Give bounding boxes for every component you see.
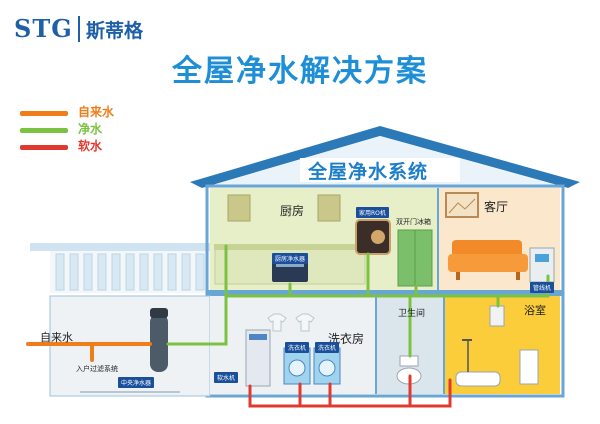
pipeline-dispenser-icon [529,247,555,283]
brand-logo-cn: 斯蒂格 [86,20,144,42]
prefilter-label: 入户过滤系统 [76,365,118,373]
legend-label-purified-water: 净水 [78,122,103,136]
room-label-bathroom: 卫生间 [398,309,426,319]
floor-slab [207,290,563,296]
room-label-living: 客厅 [484,200,509,214]
system-label: 全屋净水系统 [308,161,429,183]
tap-water-pipes [26,342,152,362]
legend-swatch-soft-water [20,145,68,150]
sofa-icon [448,240,528,280]
pipeline-dispenser-tag: 管线机 [530,282,555,293]
washer-tag-1: 洗衣机 [285,342,310,353]
washbasin-icon [519,349,539,385]
purifier-unit-icon [272,258,308,282]
legend-swatch-purified-water [20,128,68,133]
soft-water-pipes [248,374,452,408]
legend-label-tap-water: 自来水 [78,105,115,119]
inlet-label: 自来水 [40,331,73,344]
fridge-label: 双开门冰箱 [396,218,431,226]
shirt-icons [267,313,315,332]
painting-icon [445,192,479,218]
room-label-shower-room: 浴室 [524,304,546,317]
washing-machine-icons [283,347,341,385]
system-label-banner [300,158,460,182]
page-title: 全屋净水解决方案 [172,54,428,89]
balcony [30,243,210,293]
ro-machine-tag: 家用RO机 [356,207,389,218]
shower-icon [462,339,472,372]
fridge-icon [397,229,433,287]
legend-swatch-tap-water [20,111,68,116]
legend-label-soft-water: 软水 [78,139,103,153]
softener-unit-icon [245,329,271,387]
purifier-tag: 厨房净水器 [272,253,309,264]
central-purifier-tag: 中央净水器 [118,377,155,388]
softener-tag: 软水机 [214,372,239,383]
prefilter-tank-icon [150,308,168,372]
brand-divider [78,16,80,42]
water-heater-icon [489,305,505,327]
ro-machine-icon [355,219,391,255]
brand-logo-en: STG [14,14,73,43]
washer-tag-2: 洗衣机 [315,342,340,353]
room-label-kitchen: 厨房 [280,204,305,218]
bathtub-icon [455,371,501,387]
